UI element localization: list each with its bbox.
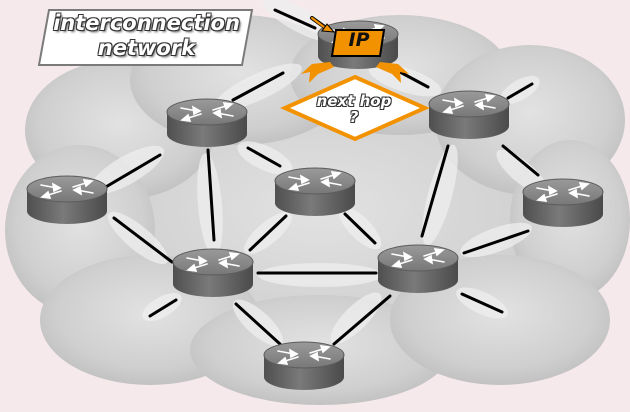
title-box: [37, 9, 254, 66]
arrow-icon: [310, 16, 336, 33]
router-icon: [172, 248, 254, 298]
router-icon: [428, 90, 510, 140]
diagram-title: interconnection network: [44, 11, 249, 61]
link-r3-r4: [248, 214, 288, 252]
link-r5-external: [506, 82, 534, 100]
link-r5-r7: [420, 144, 450, 238]
link-r7-r8: [332, 294, 392, 346]
next-hop-line-2: ?: [349, 108, 359, 126]
router-icon: [274, 167, 356, 217]
next-hop-line-1: next hop: [316, 92, 392, 110]
link-r7-r6: [462, 229, 530, 255]
router-icon: [26, 175, 108, 225]
ip-label: IP: [348, 29, 370, 51]
title-line-1: interconnection: [53, 11, 240, 35]
next-hop-decision: [280, 74, 430, 142]
router-icon: [263, 341, 345, 391]
link-ip-r5: [398, 70, 430, 89]
link-r1-r4: [206, 148, 216, 242]
ip-packet: [330, 29, 386, 57]
link-r4-external: [148, 298, 178, 318]
title-line-2: network: [97, 36, 196, 60]
link-r4-r8: [234, 302, 282, 346]
router-icon: [377, 244, 459, 294]
router-icon: [166, 98, 248, 148]
link-r2-r1: [102, 153, 162, 190]
next-hop-label: next hop ?: [294, 93, 414, 125]
router-icon: [522, 178, 604, 228]
link-r7-external: [460, 292, 504, 314]
link-r1-ip: [231, 71, 285, 102]
link-ip-external: [273, 8, 317, 30]
link-r1-r3: [246, 146, 282, 168]
network-links: [102, 8, 540, 346]
arrow-icon: [301, 62, 409, 83]
link-r2-r4: [112, 216, 174, 264]
link-r5-r6: [501, 144, 540, 177]
link-r3-r7: [343, 212, 377, 245]
